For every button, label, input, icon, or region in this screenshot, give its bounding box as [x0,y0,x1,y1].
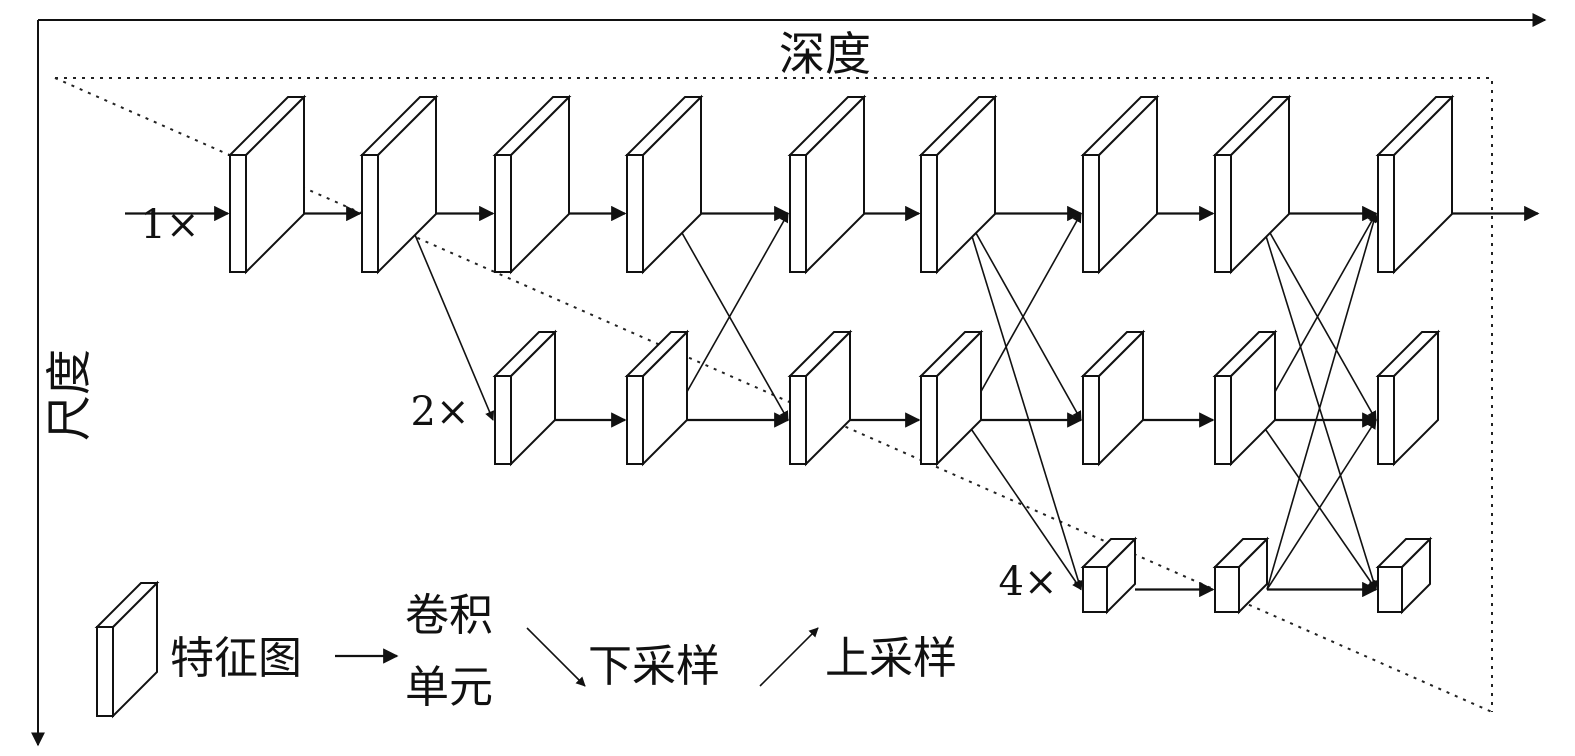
legend-downsample-arrow [526,627,586,687]
downsample-arrow-8 [1258,213,1379,591]
feature-map-r2c4 [787,329,853,467]
feature-map-r2c5 [918,329,984,467]
feature-map-front [1214,375,1232,465]
feature-map-r1c6 [1080,94,1160,275]
feature-map-front [1082,566,1108,613]
depth-axis-label: 深度 [779,27,871,81]
feature-map-r2c8 [1375,329,1441,467]
legend-upsample-arrow [759,627,819,687]
legend-feature-map-icon [94,580,160,719]
legend: 特征图 卷积 单元 下采样 上采样 [94,580,957,719]
feature-map-r3c6 [1080,536,1138,615]
feature-map-r1c4 [787,94,867,275]
downsample-arrow-4 [964,213,1084,591]
feature-map-r2c3 [624,329,690,467]
feature-map-r1c2 [492,94,572,275]
feature-map-front [920,154,938,273]
downsample-arrow-6 [964,419,1082,591]
legend-conv-label-line1: 卷积 [405,590,493,641]
upsample-arrow-11 [1266,212,1379,590]
feature-map-r3c8 [1375,536,1433,615]
legend-upsample-label: 上采样 [825,633,957,684]
downsample-arrow-10 [1258,419,1377,591]
feature-map-front [1377,375,1395,465]
legend-feature-map-label: 特征图 [170,633,302,684]
feature-map-r3c7 [1212,536,1270,615]
feature-map-front [626,154,644,273]
scale-label-4x: 4× [999,559,1058,605]
scale-label-1x: 1× [141,202,200,248]
feature-map-front [920,375,938,465]
feature-map-front [626,375,644,465]
feature-map-r1c5 [918,94,998,275]
feature-map-front [494,375,512,465]
legend-downsample-label: 下采样 [588,641,720,692]
feature-map-r2c7 [1212,329,1278,467]
feature-map-front [1377,566,1403,613]
dotted-boundary [55,77,1493,712]
feature-map-r1c3 [624,94,704,275]
feature-maps-layer [227,94,1455,615]
feature-map-r1c0 [227,94,307,275]
upsample-arrow-2 [670,212,789,421]
feature-map-front [789,154,807,273]
feature-map-front [789,375,807,465]
feature-map-front [1082,375,1100,465]
feature-map-front [229,154,247,273]
upsample-arrow-12 [1266,419,1377,590]
feature-map-front [494,154,512,273]
feature-map-r1c1 [359,94,439,275]
feature-map-front [1377,154,1395,273]
upsample-arrow-5 [964,212,1082,421]
legend-conv-label-line2: 单元 [405,662,493,713]
upsample-arrow-9 [1258,212,1377,421]
scale-axis-label: 尺度 [42,349,96,441]
downsample-arrow-0 [405,213,495,421]
scale-label-2x: 2× [411,389,470,435]
feature-map-r2c6 [1080,329,1146,467]
feature-map-front [1214,154,1232,273]
feature-map-r1c8 [1375,94,1455,275]
feature-map-front [1214,566,1240,613]
feature-map-r1c7 [1212,94,1292,275]
feature-map-r2c2 [492,329,558,467]
feature-map-front [1082,154,1100,273]
feature-map-front [361,154,379,273]
